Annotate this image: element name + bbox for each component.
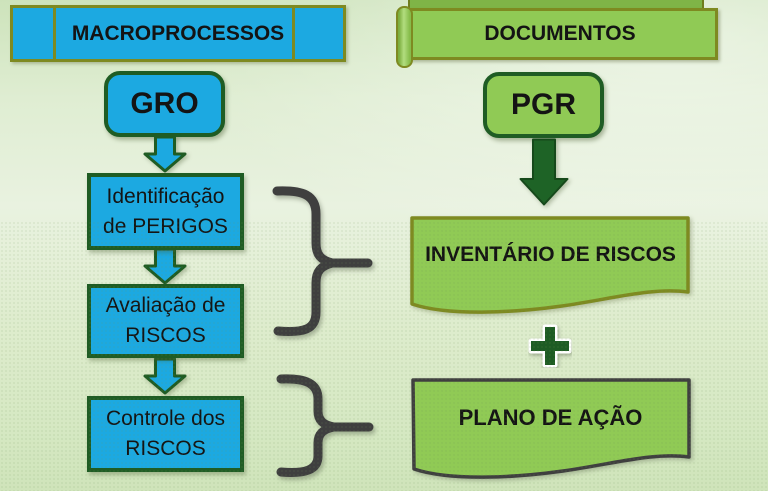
banner-divider-left <box>53 8 56 59</box>
plano-label: PLANO DE AÇÃO <box>458 405 643 430</box>
macroprocessos-header: MACROPROCESSOS <box>71 21 285 45</box>
plus-icon <box>528 324 572 368</box>
process-step-box: Controle dos RISCOS <box>87 396 244 472</box>
pgr-box: PGR <box>483 72 604 138</box>
gro-box: GRO <box>104 71 225 137</box>
inventario-label: INVENTÁRIO DE RISCOS <box>425 243 676 266</box>
documentos-scroll-roll <box>396 6 413 68</box>
down-arrow-icon <box>143 135 187 173</box>
process-step-box: Identificação de PERIGOS <box>87 173 244 250</box>
down-arrow-icon <box>143 247 187 285</box>
banner-divider-right <box>292 8 295 59</box>
down-arrow-icon <box>519 138 569 206</box>
down-arrow-icon <box>143 357 187 395</box>
process-step-box: Avaliação de RISCOS <box>87 284 244 358</box>
curly-brace-icon <box>276 374 339 477</box>
documentos-header: DOCUMENTOS <box>484 22 636 45</box>
macroprocessos-banner <box>10 5 346 62</box>
documentos-scroll <box>402 8 718 60</box>
curly-brace-icon <box>272 186 337 336</box>
